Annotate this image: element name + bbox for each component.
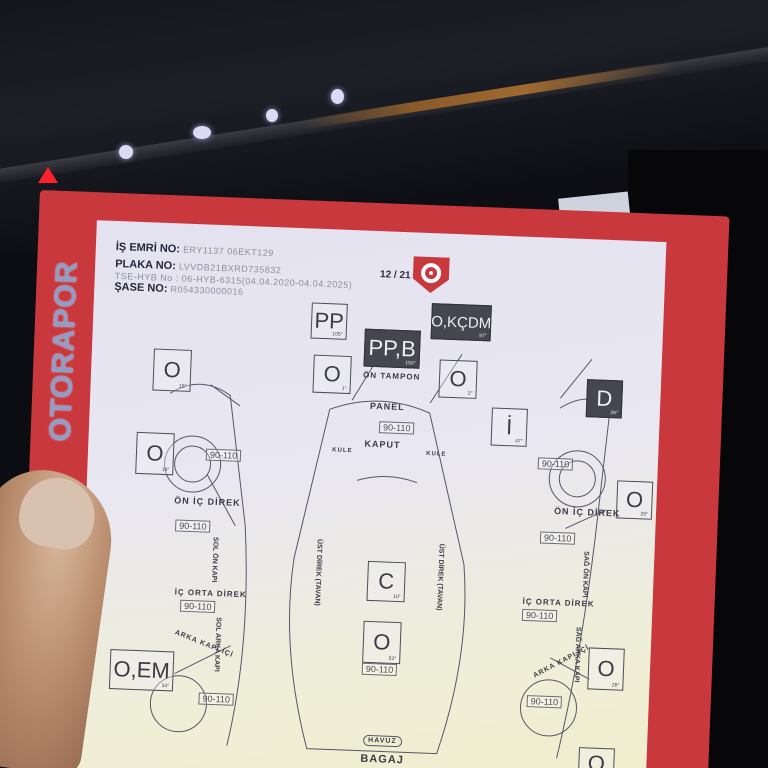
shield-logo-icon [412,256,450,294]
range-sol-arka: 90-110 [198,692,235,706]
range-sol-on-kapi: 90-110 [174,519,211,533]
range-sag-on: 90-110 [537,457,574,471]
range-sol-on: 90-110 [205,448,242,462]
label-kaput: KAPUT [364,438,401,451]
range-sag-arka: 90-110 [526,695,563,709]
range-kaput: 90-110 [378,421,415,435]
report-sheet: İŞ EMRİ NO: ERY1137 06EKT129 PLAKA NO: L… [73,220,667,768]
label-havuz: HAVUZ [362,734,402,748]
inspection-report: OTORAPOR 501 İŞ EMRİ NO: ERY1137 06EKT12… [16,190,730,768]
hazard-warning-icon[interactable] [38,167,58,183]
dashboard-button-light-icon[interactable] [193,126,211,139]
label-bagaj: BAGAJ [360,752,405,767]
dashboard-button-light-icon[interactable] [331,89,344,104]
range-sag-arka-kapi: 90-110 [521,608,558,623]
brand-name: OTORAPOR [43,260,84,442]
dashboard-button-light-icon[interactable] [266,109,278,122]
dashboard-button-light-icon[interactable] [119,145,133,159]
label-panel: PANEL [369,400,405,413]
label-kule-right: KULE [426,451,447,458]
brand-logo: OTORAPOR [37,230,90,472]
range-sag-on-kapi: 90-110 [539,531,576,545]
damage-box-sag-arka-alt: O [577,747,615,768]
range-bagaj-kapak: 90-110 [361,662,398,677]
label-kule-left: KULE [332,447,353,455]
range-sol-arka-kapi: 90-110 [179,599,216,614]
